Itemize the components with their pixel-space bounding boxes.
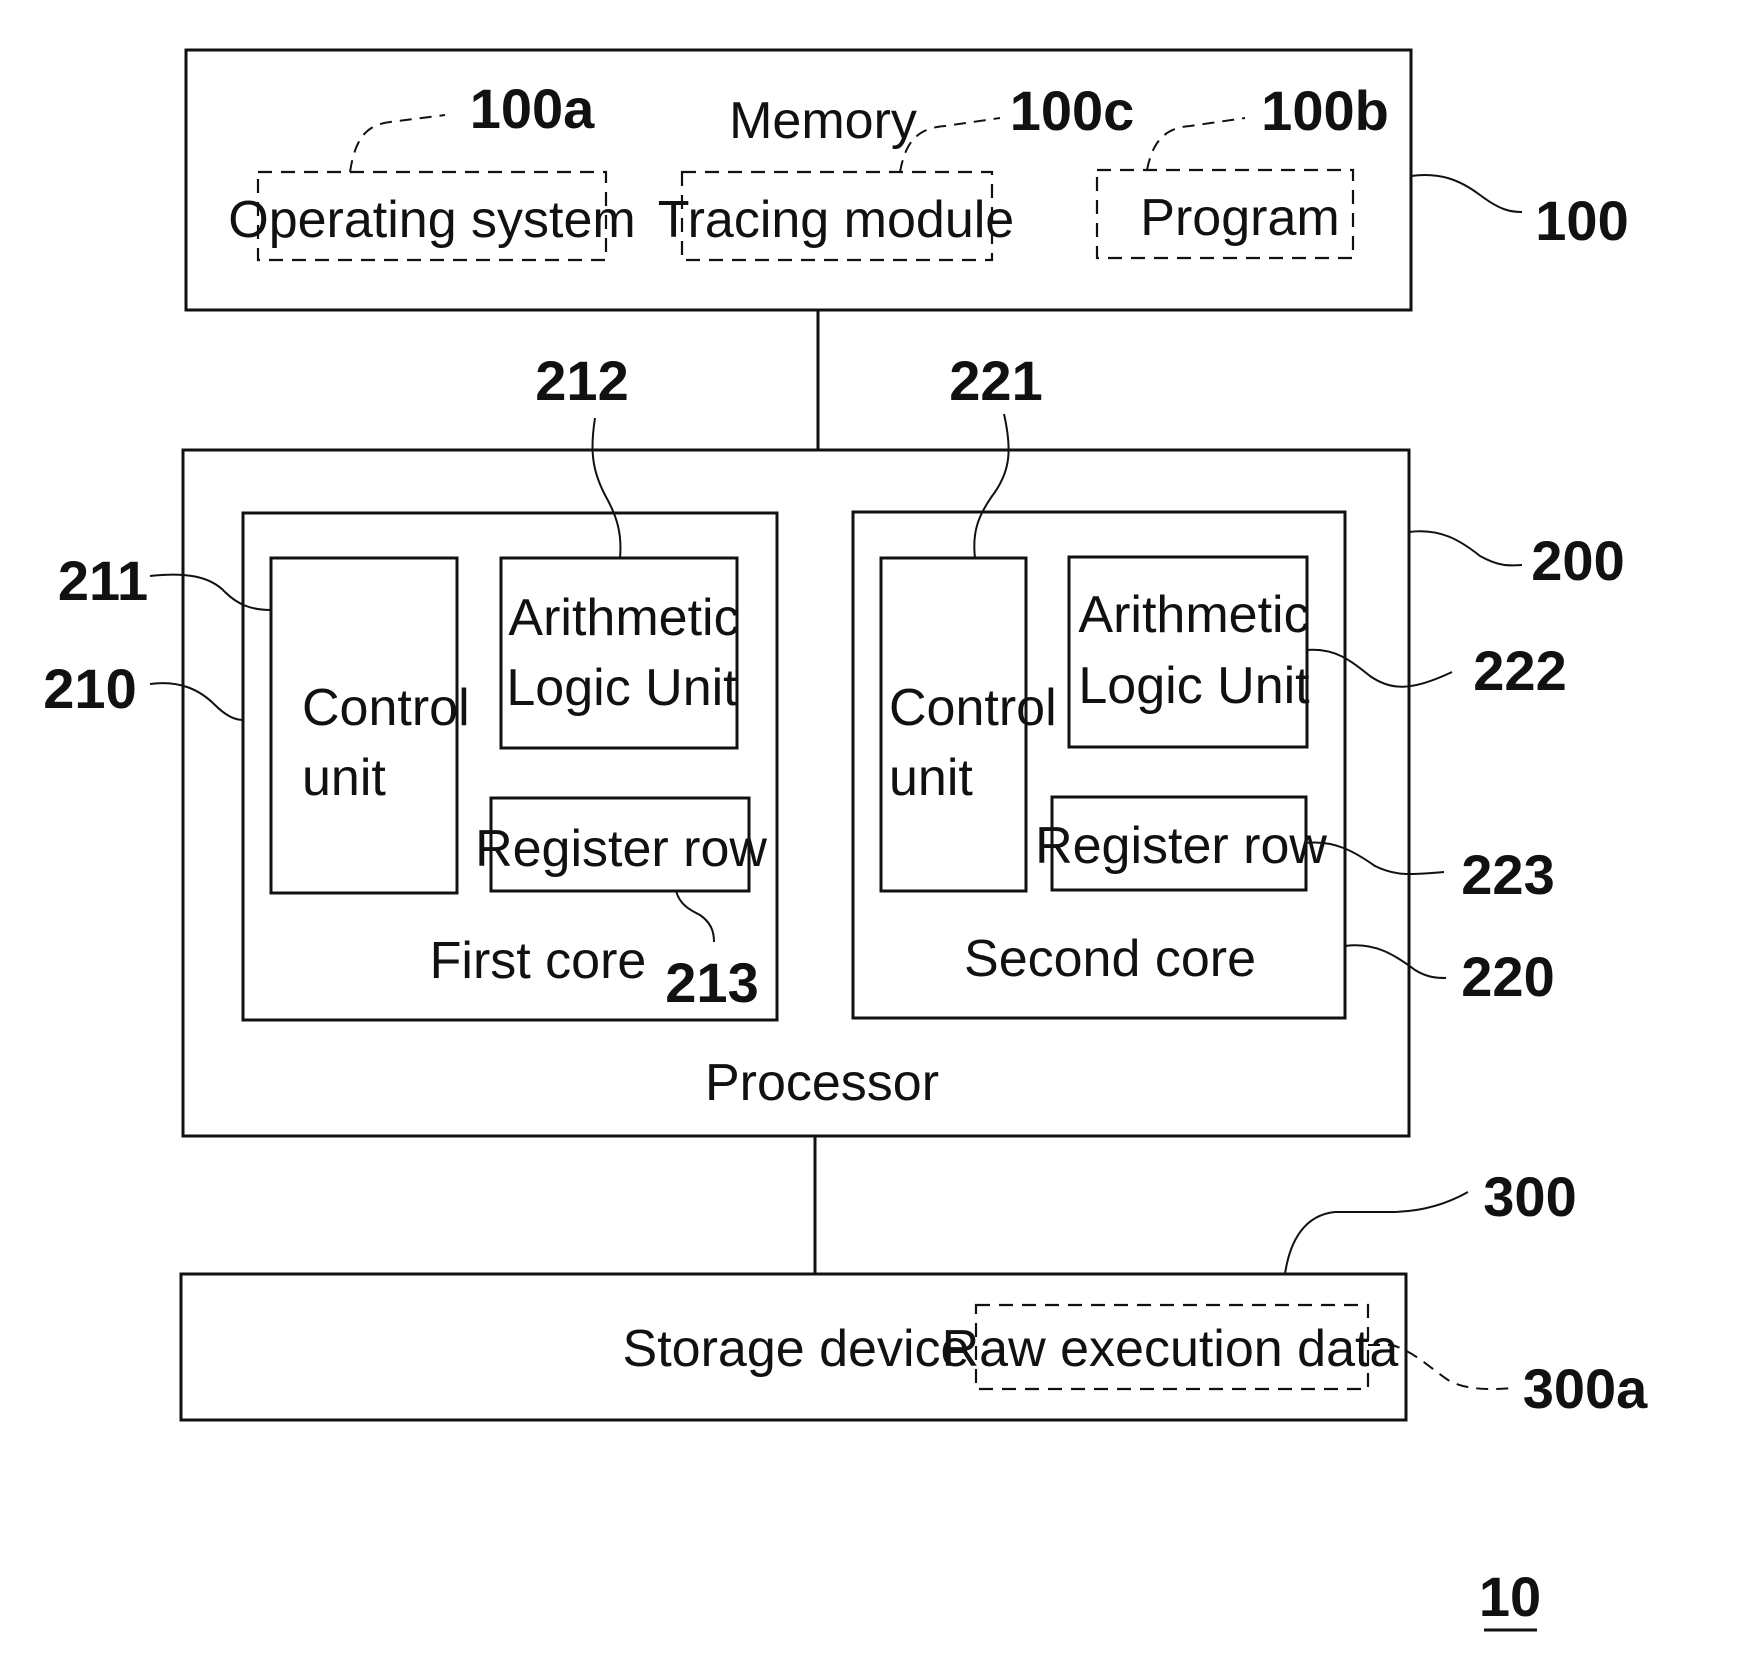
first-control-unit-line2: unit bbox=[302, 749, 386, 807]
ref-100a: 100a bbox=[470, 77, 595, 140]
storage-title: Storage device bbox=[623, 1320, 970, 1378]
ref-222: 222 bbox=[1473, 639, 1566, 702]
leader-212 bbox=[592, 418, 620, 558]
leader-300 bbox=[1285, 1192, 1468, 1274]
second-control-unit-line1: Control bbox=[889, 679, 1057, 737]
program-label: Program bbox=[1140, 189, 1339, 247]
leader-210 bbox=[150, 683, 243, 720]
ref-220: 220 bbox=[1461, 945, 1554, 1008]
ref-223: 223 bbox=[1461, 843, 1554, 906]
second-alu-line1: Arithmetic bbox=[1078, 586, 1309, 644]
ref-100b: 100b bbox=[1261, 79, 1389, 142]
first-control-unit-line1: Control bbox=[302, 679, 470, 737]
ref-221: 221 bbox=[949, 349, 1042, 412]
leader-100b bbox=[1147, 118, 1245, 170]
leader-100 bbox=[1411, 175, 1522, 212]
ref-211: 211 bbox=[58, 549, 148, 612]
ref-300: 300 bbox=[1483, 1165, 1576, 1228]
leader-220 bbox=[1345, 945, 1446, 978]
ref-200: 200 bbox=[1531, 529, 1624, 592]
raw-execution-data-label: Raw execution data bbox=[942, 1320, 1399, 1378]
second-control-unit-line2: unit bbox=[889, 749, 973, 807]
leader-100a bbox=[350, 115, 445, 172]
first-core-alu bbox=[501, 558, 737, 748]
first-register-label: Register row bbox=[475, 820, 767, 878]
leader-200 bbox=[1409, 531, 1522, 565]
second-core-title: Second core bbox=[964, 930, 1256, 988]
ref-212: 212 bbox=[535, 349, 628, 412]
ref-100: 100 bbox=[1535, 189, 1628, 252]
ref-100c: 100c bbox=[1010, 79, 1135, 142]
ref-300a: 300a bbox=[1523, 1357, 1648, 1420]
ref-210: 210 bbox=[43, 657, 136, 720]
memory-block bbox=[186, 50, 1411, 310]
first-core-title: First core bbox=[430, 932, 647, 990]
second-register-label: Register row bbox=[1035, 817, 1327, 875]
memory-title: Memory bbox=[729, 92, 917, 150]
leader-221 bbox=[974, 414, 1008, 558]
operating-system-label: Operating system bbox=[228, 191, 636, 249]
first-alu-line2: Logic Unit bbox=[506, 659, 738, 717]
second-alu-line2: Logic Unit bbox=[1078, 657, 1310, 715]
processor-title: Processor bbox=[705, 1054, 939, 1112]
leader-222 bbox=[1307, 650, 1452, 687]
tracing-module-label: Tracing module bbox=[658, 191, 1014, 249]
ref-213: 213 bbox=[665, 951, 758, 1014]
first-alu-line1: Arithmetic bbox=[508, 589, 739, 647]
figure-ref: 10 bbox=[1479, 1565, 1541, 1628]
leader-213 bbox=[676, 891, 714, 942]
leader-211 bbox=[150, 575, 271, 610]
